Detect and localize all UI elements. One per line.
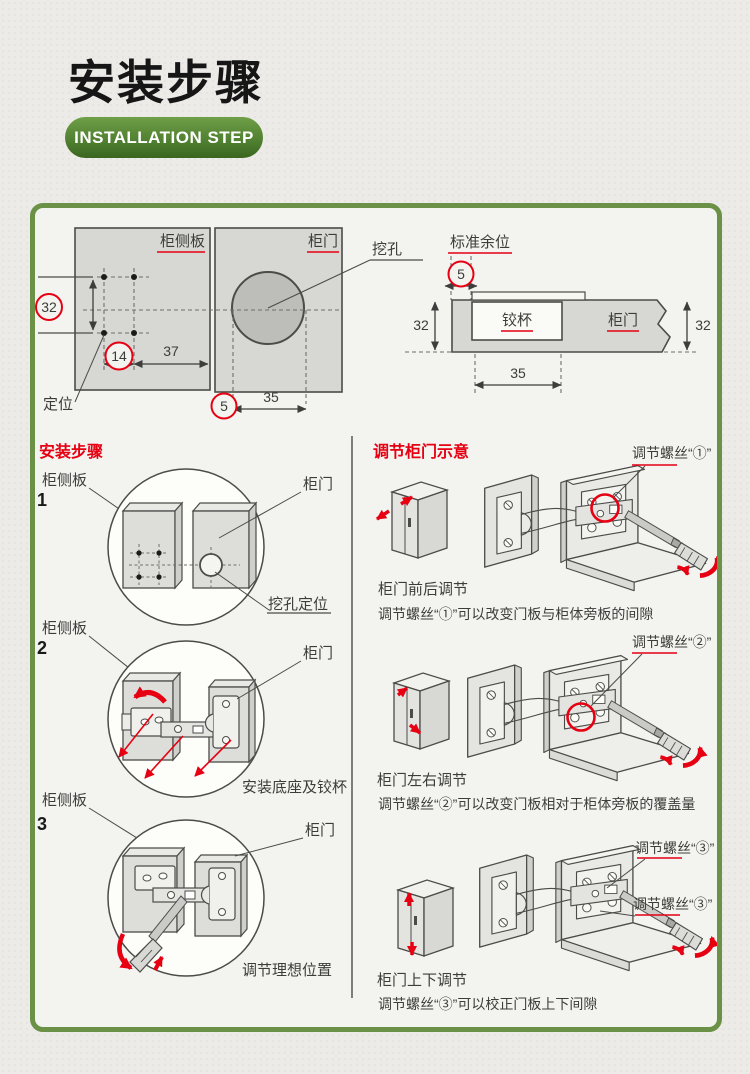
adjust1-title: 柜门前后调节 [378, 581, 468, 598]
dim-32-right: 32 [695, 317, 711, 333]
step3-side-panel-label: 柜侧板 [42, 791, 87, 809]
adjust2-title: 柜门左右调节 [377, 772, 467, 789]
door-label: 柜门 [308, 233, 338, 250]
adjustment-heading: 调节柜门示意 [373, 442, 469, 461]
hinge-cup-section [471, 301, 563, 341]
adjust2-desc: 调节螺丝“②”可以改变门板相对于柜体旁板的覆盖量 [378, 796, 695, 812]
dim-35-cup: 35 [510, 365, 526, 381]
install-step-3: 柜侧板 3 柜门 调节理想位置 [37, 791, 335, 979]
screw-position-dots [101, 274, 137, 336]
page-title: 安装步骤 [68, 56, 264, 109]
badge-label: INSTALLATION STEP [74, 127, 254, 147]
dim-35: 35 [263, 389, 279, 405]
mounting-strip [471, 291, 586, 301]
dim-32-left: 32 [413, 317, 429, 333]
drill-hole-label: 挖孔 [372, 241, 402, 258]
step1-door-label: 柜门 [303, 476, 333, 493]
adjust1-screw-highlight [590, 493, 620, 523]
step2-caption: 安装底座及铰杯 [242, 778, 347, 796]
dim-gap-5: 5 [457, 266, 465, 282]
positioning-label: 定位 [43, 396, 73, 413]
dim-14: 14 [111, 348, 127, 364]
step3-caption: 调节理想位置 [242, 962, 332, 979]
adjustment-item-1: 调节螺丝“①” 柜门前后调节 调节螺丝“①”可以改变门板与柜体旁板的间隙 [376, 445, 717, 622]
adjust3-title: 柜门上下调节 [377, 972, 467, 989]
instruction-panel: 柜侧板 柜门 32 37 14 定位 挖孔 35 5 标准余位 [30, 203, 722, 1032]
adjustment-item-3: 调节螺丝“③” 调节螺丝“③” 柜门上下调节 调节螺丝“③”可以校正门板上下间隙 [377, 840, 715, 1012]
step1-side-panel-label: 柜侧板 [42, 471, 87, 489]
step1-cup-hole [199, 553, 223, 577]
clearance-label: 标准余位 [450, 233, 510, 251]
dim-32: 32 [41, 299, 57, 315]
adjust1-screw-label: 调节螺丝“①” [632, 445, 712, 461]
step2-door-label: 柜门 [303, 645, 333, 662]
step3-base-plate [134, 865, 176, 891]
instruction-drawing: 柜侧板 柜门 32 37 14 定位 挖孔 35 5 标准余位 [35, 227, 717, 1012]
adjust3-screw-label-1: 调节螺丝“③” [635, 840, 715, 856]
step1-number: 1 [37, 490, 47, 510]
adjust3-screw-label-2: 调节螺丝“③” [633, 896, 713, 912]
adjust2-screw-label: 调节螺丝“②” [632, 634, 712, 650]
install-step-1: 柜侧板 1 柜门 挖孔定位 [37, 468, 333, 626]
step2-side-panel-label: 柜侧板 [42, 619, 87, 637]
dim-5: 5 [220, 398, 228, 414]
step3-door-label: 柜门 [305, 822, 335, 839]
install-steps-heading: 安装步骤 [39, 442, 103, 461]
step3-number: 3 [37, 814, 47, 834]
step2-number: 2 [37, 638, 47, 658]
door-section-label: 柜门 [608, 312, 638, 329]
adjust1-desc: 调节螺丝“①”可以改变门板与柜体旁板的间隙 [378, 606, 653, 622]
adjust3-desc: 调节螺丝“③”可以校正门板上下间隙 [378, 996, 597, 1012]
installation-step-badge: INSTALLATION STEP [65, 117, 263, 158]
front-view-diagram: 柜侧板 柜门 32 37 14 定位 挖孔 35 5 [35, 227, 423, 420]
step1-caption: 挖孔定位 [268, 596, 328, 613]
adjustment-item-2: 调节螺丝“②” 柜门左右调节 调节螺丝“②”可以改变门板相对于柜体旁板的覆盖量 [377, 634, 712, 812]
side-panel-label: 柜侧板 [160, 232, 205, 250]
dim-37: 37 [163, 343, 179, 359]
side-view-diagram: 标准余位 5 铰杯 柜门 32 32 35 [405, 233, 711, 394]
hinge-cup-label: 铰杯 [502, 311, 532, 329]
screwdriver [129, 895, 188, 973]
install-step-2: 柜侧板 2 柜门 安装底座及铰杯 [37, 619, 347, 798]
adjust2-screw-highlight [566, 702, 596, 732]
